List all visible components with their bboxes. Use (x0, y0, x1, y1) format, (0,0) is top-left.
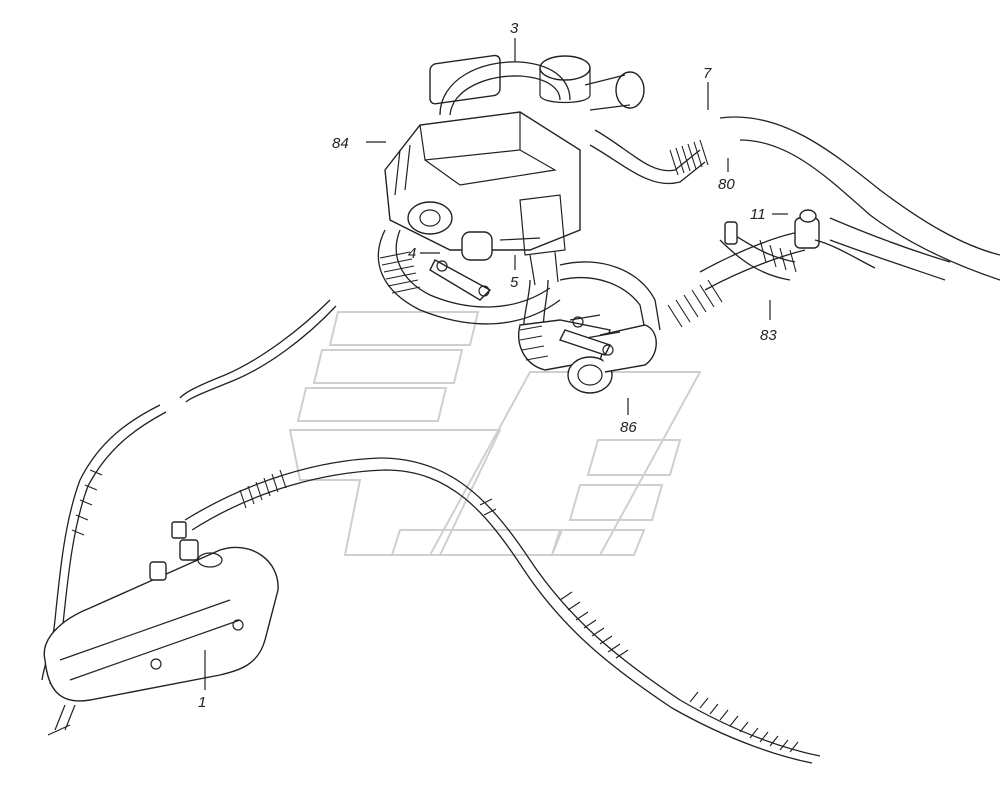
callout-labels: 3 7 84 80 11 4 5 83 86 1 (198, 20, 777, 711)
callout-4: 4 (408, 245, 416, 262)
callout-5: 5 (510, 274, 519, 291)
pump-unit (518, 314, 657, 394)
mounting-brackets (429, 259, 614, 356)
callout-80: 80 (718, 176, 735, 193)
callout-1: 1 (198, 694, 206, 711)
callout-83: 83 (760, 327, 777, 344)
right-pipes (699, 209, 876, 291)
callout-11: 11 (750, 206, 766, 223)
fuel-tank (43, 521, 279, 736)
callout-86: 86 (620, 419, 637, 436)
main-hoses (719, 116, 1000, 281)
heater-unit (384, 54, 645, 286)
callout-84: 84 (332, 135, 349, 152)
callout-3: 3 (510, 20, 519, 37)
watermark-logo (288, 311, 702, 556)
callout-7: 7 (703, 65, 712, 82)
leader-lines (204, 38, 788, 690)
fuel-line (184, 457, 821, 764)
